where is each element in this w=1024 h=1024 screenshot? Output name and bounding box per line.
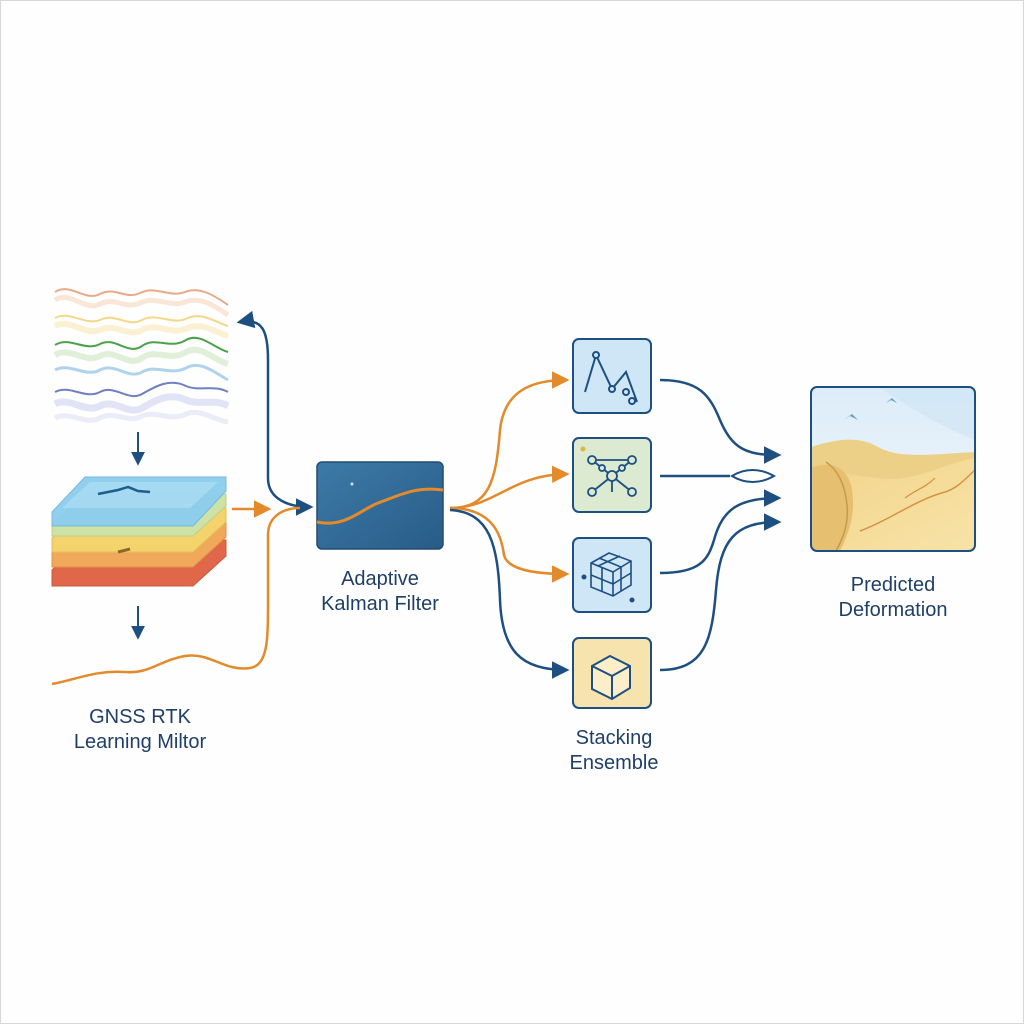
base-model-4: [572, 637, 652, 709]
terrain-crack: [859, 469, 975, 532]
stacking-label-line-1: Stacking: [575, 727, 653, 749]
signal-wave-6: [53, 409, 229, 425]
terrain-crack-2: [904, 477, 936, 499]
connector-signals-to-kalman: [236, 310, 314, 516]
stacking-label-line-2: Ensemble: [569, 752, 659, 774]
data-layer-stack: [51, 476, 227, 587]
kalman-label-line-2: Kalman Filter: [321, 593, 439, 615]
layer-mark-blue: [97, 485, 151, 496]
connector-model-3-to-output: [659, 489, 782, 575]
lattice-cube-icon: [590, 552, 632, 597]
signal-wave-4: [54, 363, 229, 382]
predicted-deformation-node: [810, 386, 976, 552]
kalman-filter-box: [316, 461, 444, 550]
connector-kalman-to-model-1: [449, 371, 570, 510]
connector-model-1-to-output: [659, 378, 782, 464]
predicted-label-line-2: Deformation: [838, 599, 948, 621]
merge-connectors: [659, 378, 782, 672]
signal-wave-2: [54, 314, 229, 327]
signal-wave-3: [54, 336, 229, 353]
gnss-label: GNSS RTK Learning Miltor: [40, 705, 240, 755]
signal-wave-5-shadow: [53, 393, 230, 414]
model-3-dot-2: [629, 597, 635, 603]
layer-blue-sheen: [62, 482, 218, 508]
cube-icon: [591, 654, 631, 701]
gnss-label-line-1: GNSS RTK: [89, 706, 191, 728]
predicted-panel-border: [810, 386, 976, 552]
predicted-label-line-1: Predicted: [850, 574, 936, 596]
gnss-label-line-2: Learning Miltor: [73, 731, 207, 753]
line-plot-icon: [584, 351, 638, 405]
base-model-2: [572, 437, 652, 513]
terrain-bulge-edge: [825, 461, 849, 551]
kalman-curve: [316, 487, 444, 525]
signal-wave-1-shadow: [53, 295, 230, 318]
connector-kalman-to-model-3: [449, 506, 570, 583]
model-2-accent-dot: [580, 446, 586, 452]
network-graph-icon: [587, 455, 637, 497]
layer-mark-yellow: [117, 547, 131, 554]
terrain-front: [811, 458, 975, 551]
stacking-label: Stacking Ensemble: [514, 726, 714, 776]
sky-streak: [880, 388, 975, 440]
fanout-connectors: [449, 371, 570, 679]
connector-kalman-to-model-4: [449, 508, 570, 679]
bird-mark-1: [844, 414, 858, 420]
model-box-1: [572, 338, 652, 414]
base-model-3: [572, 537, 652, 613]
signal-wave-5: [54, 381, 229, 397]
signal-wave-1: [54, 288, 229, 306]
model-3-dot: [581, 574, 587, 580]
connector-model-4-to-output: [659, 513, 782, 672]
bird-mark-2: [886, 398, 897, 403]
connector-kalman-to-model-2: [449, 465, 570, 510]
kalman-dot: [350, 482, 354, 486]
kalman-label: Adaptive Kalman Filter: [280, 567, 480, 617]
base-model-1: [572, 338, 652, 414]
gnss-orange-wave: [51, 506, 301, 686]
kalman-filter-node: [316, 461, 444, 550]
gnss-signal-waves: [53, 288, 230, 425]
signal-wave-3-shadow: [53, 346, 230, 367]
model-box-3: [572, 537, 652, 613]
connector-model-2-lens: [730, 469, 777, 483]
kalman-label-line-1: Adaptive: [341, 568, 419, 590]
deformation-landscape-image: [811, 387, 975, 551]
predicted-label: Predicted Deformation: [793, 573, 993, 623]
signal-wave-2-shadow: [53, 321, 229, 339]
